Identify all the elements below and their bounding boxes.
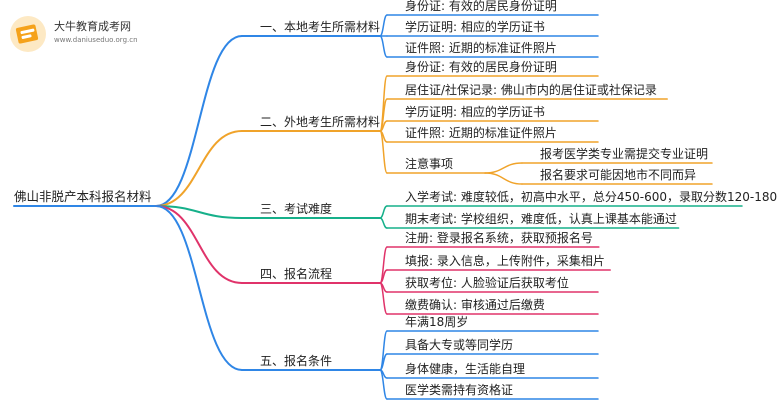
- leaf-connector-1-1: [379, 14, 388, 37]
- logo-icon: [10, 16, 46, 52]
- sub-leaf-1: 报考医学类专业需提交专业证明: [540, 147, 709, 161]
- leaf-4-1: 注册: 登录报名系统，获取预报名号: [405, 231, 593, 245]
- branch-connector-3: [155, 205, 243, 219]
- sub-connector-2: [484, 172, 523, 185]
- sub-leaf-2: 报名要求可能因地市不同而异: [540, 168, 697, 182]
- branch-1: 一、本地考生所需材料: [260, 20, 381, 34]
- branch-connector-1: [155, 35, 243, 207]
- sub-connector-1: [484, 162, 523, 174]
- root-node: 佛山非脱产本科报名材料: [14, 189, 152, 204]
- leaf-connector-2-1: [379, 75, 388, 132]
- leaf-5-3: 身体健康，生活能自理: [405, 362, 526, 376]
- leaf-3-2: 期末考试: 学校组织，难度低，认真上课基本能通过: [405, 212, 677, 226]
- leaf-connector-3-2: [379, 217, 388, 229]
- leaf-4-3: 获取考位: 人脸验证后获取考位: [405, 276, 569, 290]
- branch-connector-2: [155, 130, 243, 207]
- logo-url: www.daniuseduo.org.cn: [54, 36, 138, 44]
- leaf-3-1: 入学考试: 难度较低，初高中水平，总分450-600，录取分数120-180: [405, 190, 777, 204]
- leaf-connector-1-3: [379, 35, 388, 58]
- leaf-2-3: 学历证明: 相应的学历证书: [405, 105, 545, 119]
- leaf-2-1: 身份证: 有效的居民身份证明: [405, 60, 557, 74]
- leaf-1-3: 证件照: 近期的标准证件照片: [405, 41, 557, 55]
- leaf-1-2: 学历证明: 相应的学历证书: [405, 20, 545, 34]
- leaf-connector-5-4: [379, 369, 388, 400]
- leaf-4-4: 缴费确认: 审核通过后缴费: [405, 298, 545, 312]
- leaf-5-1: 年满18周岁: [405, 315, 469, 329]
- mind-map: [13, 14, 743, 400]
- leaf-2-4: 证件照: 近期的标准证件照片: [405, 126, 557, 140]
- branch-connector-4: [155, 205, 243, 284]
- leaf-4-2: 填报: 录入信息，上传附件，采集相片: [405, 254, 605, 268]
- branch-2: 二、外地考生所需材料: [260, 115, 381, 129]
- leaf-connector-2-5: [379, 130, 388, 174]
- branch-4: 四、报名流程: [260, 267, 333, 281]
- branch-5: 五、报名条件: [260, 354, 333, 368]
- leaf-5-2: 具备大专或等同学历: [405, 338, 514, 352]
- leaf-5-4: 医学类需持有资格证: [405, 383, 514, 397]
- branch-connector-5: [155, 205, 243, 371]
- logo-title: 大牛教育成考网: [54, 20, 131, 33]
- leaf-2-2: 居住证/社保记录: 佛山市内的居住证或社保记录: [405, 83, 657, 97]
- leaf-1-1: 身份证: 有效的居民身份证明: [405, 0, 557, 13]
- leaf-connector-3-1: [379, 205, 388, 219]
- branch-3: 三、考试难度: [260, 202, 333, 216]
- logo: 大牛教育成考网 www.daniuseduo.org.cn: [8, 14, 158, 54]
- leaf-connector-4-4: [379, 282, 388, 315]
- leaf-2-5: 注意事项: [405, 157, 454, 171]
